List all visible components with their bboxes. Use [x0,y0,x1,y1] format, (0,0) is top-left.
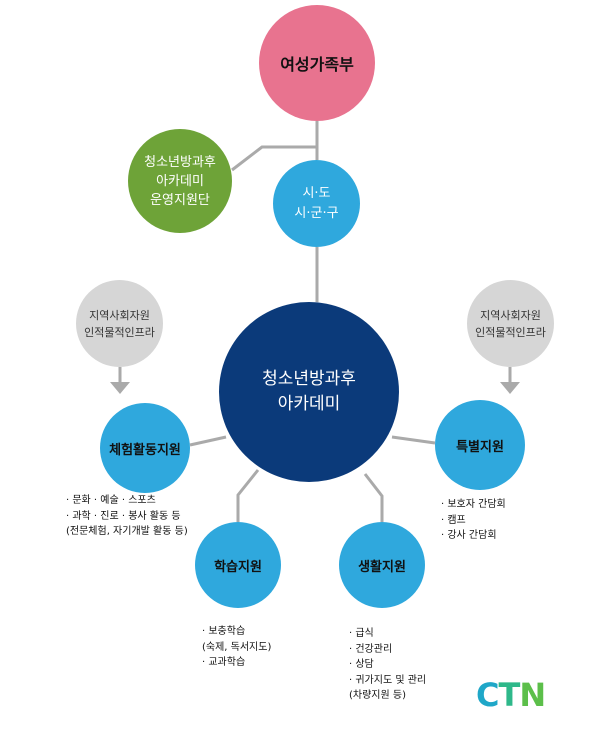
list-item: · 과학 · 진로 · 봉사 활동 등 [66,510,181,522]
connector-center-life [363,473,384,522]
logo-letter-c: C [476,676,500,714]
list-item: · 캠프 [441,514,466,526]
arrow-down-icon [110,382,130,394]
center-line-1: 청소년방과후 [262,369,356,389]
life-support-node: 생활지원 [339,522,425,608]
list-item: · 보충학습 [202,626,246,637]
local-government-line-2: 시·군·구 [294,205,339,221]
list-item: · 건강관리 [349,643,393,655]
list-item: (전문체험, 자기개발 활동 등) [66,526,188,537]
list-item: · 강사 간담회 [441,530,497,541]
study-list: · 보충학습 (숙제, 독서지도) · 교과학습 [202,624,271,671]
infra-node-left: 지역사회자원 인적물적인프라 [76,280,163,367]
connector-support-group [231,145,317,172]
study-support-label: 학습지원 [214,559,262,575]
special-support-node: 특별지원 [435,400,525,490]
special-list: · 보호자 간담회 · 캠프 · 강사 간담회 [441,497,506,544]
infra-node-right: 지역사회자원 인적물적인프라 [467,280,554,367]
local-government-node: 시·도 시·군·구 [273,160,360,247]
academy-support-line-2: 아카데미 [156,173,204,189]
infra-right-line-1: 지역사회자원 [480,308,541,322]
experience-support-node: 체험활동지원 [100,403,190,493]
connector-center-experience [189,435,227,447]
academy-support-line-1: 청소년방과후 [144,154,216,170]
list-item: · 보호자 간담회 [441,499,506,510]
academy-support-node: 청소년방과후 아카데미 운영지원단 [128,129,232,233]
study-support-node: 학습지원 [195,522,281,608]
ctn-logo: CTN [476,676,546,714]
infra-left-line-1: 지역사회자원 [89,308,150,322]
list-item: · 교과학습 [202,657,246,668]
academy-support-line-3: 운영지원단 [150,192,210,208]
logo-letter-n: N [519,676,546,714]
experience-list: · 문화 · 예술 · 스포츠 · 과학 · 진로 · 봉사 활동 등 (전문체… [66,493,188,540]
infra-left-line-2: 인적물적인프라 [84,325,155,339]
special-support-label: 특별지원 [456,439,504,455]
connector-center-study [236,469,260,522]
list-item: · 귀가지도 및 관리 [349,674,427,686]
logo-letter-t: T [498,676,520,714]
list-item: (숙제, 독서지도) [202,641,272,653]
life-list: · 급식 · 건강관리 · 상담 · 귀가지도 및 관리 (차량지원 등) [349,626,426,704]
list-item: · 급식 [349,628,374,639]
local-government-line-1: 시·도 [302,185,331,201]
center-line-2: 아카데미 [277,394,341,414]
connector-center-special [391,435,436,445]
center-academy-node: 청소년방과후 아카데미 [219,302,399,482]
infra-right-line-2: 인적물적인프라 [475,325,546,339]
ministry-label: 여성가족부 [280,55,354,74]
list-item: · 상담 [349,659,374,670]
arrow-down-icon [500,382,520,394]
life-support-label: 생활지원 [358,559,406,575]
list-item: · 문화 · 예술 · 스포츠 [66,495,156,506]
list-item: (차량지원 등) [349,690,406,701]
ministry-node: 여성가족부 [259,5,375,121]
experience-support-label: 체험활동지원 [109,442,181,458]
